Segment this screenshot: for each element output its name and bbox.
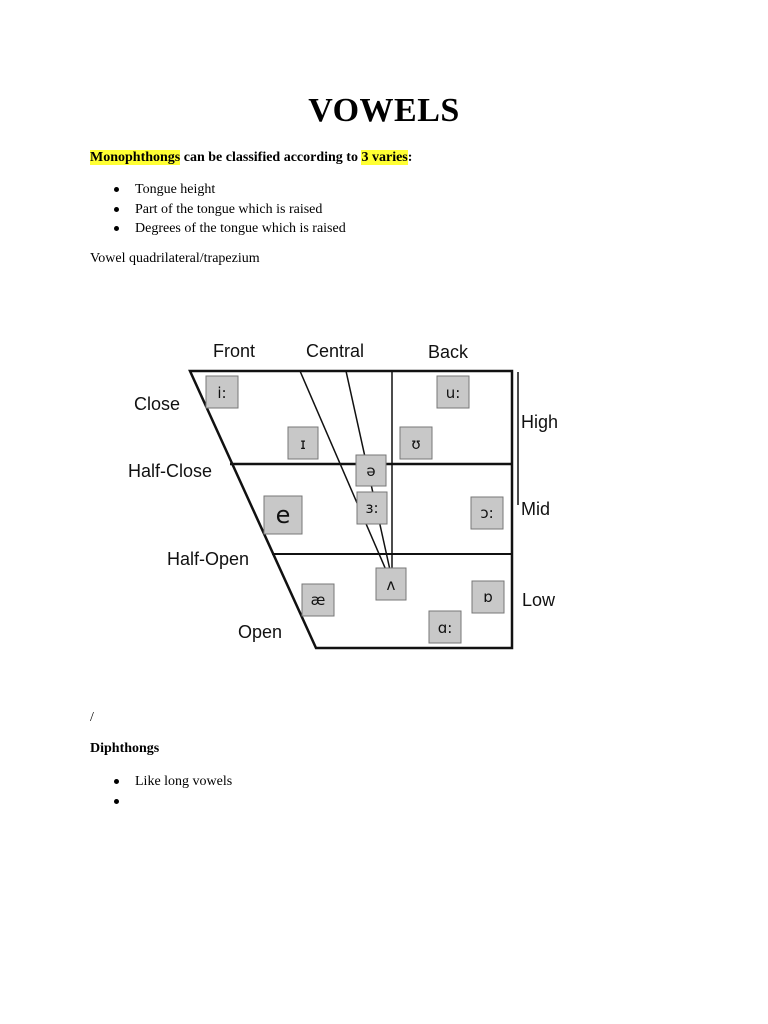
vowel-symbol-ae: æ [311,591,326,609]
list-item: Part of the tongue which is raised [90,200,346,220]
column-label-central: Central [306,341,364,361]
list-item: Degrees of the tongue which is raised [90,219,346,239]
section-heading-diphthongs: Diphthongs [90,741,160,756]
row-label-high: High [521,412,558,432]
vowel-symbol-e: e [276,501,291,529]
vowel-symbol-upsilon: ʊ [411,435,420,453]
row-label-half-open: Half-Open [167,549,249,569]
intro-sentence: Monophthongs can be classified according… [90,150,412,166]
diagram-caption: Vowel quadrilateral/trapezium [90,251,260,266]
page-title: VOWELS [308,92,460,129]
row-label-open: Open [238,622,282,642]
row-label-close: Close [134,394,180,414]
vowel-symbol-i-long: i: [217,384,226,402]
vowel-symbol-short-o: ɒ [483,588,493,606]
list-item: Like long vowels [90,772,232,792]
vowel-symbol-u-long: u: [446,384,461,402]
column-label-back: Back [428,342,469,362]
vowel-symbol-wedge: ʌ [387,576,396,594]
vowel-quadrilateral-diagram: Front Central Back Close Half-Close Half… [128,341,558,650]
vowel-symbol-a-long: ɑ: [438,619,453,637]
vowel-symbol-er-long: ɜ: [365,499,378,517]
vowel-symbol-small-i: ɪ [300,435,306,453]
column-label-front: Front [213,341,255,361]
stray-slash: / [90,710,94,725]
row-label-low: Low [522,590,556,610]
classification-list: Tongue height Part of the tongue which i… [90,180,346,239]
row-label-mid: Mid [521,499,550,519]
highlight-count: 3 varies [361,150,408,165]
trapezium-outline [188,369,514,650]
list-item: Tongue height [90,180,346,200]
vowel-symbol-schwa: ə [366,462,375,480]
list-item [90,792,232,812]
intro-middle: can be classified according to [180,150,362,165]
diphthong-list: Like long vowels [90,772,232,811]
intro-end: : [407,150,413,165]
vowel-symbol-o-long: ɔ: [480,504,493,522]
grid-line-central-a [299,370,387,571]
highlight-term: Monophthongs [90,150,181,165]
row-label-half-close: Half-Close [128,461,212,481]
